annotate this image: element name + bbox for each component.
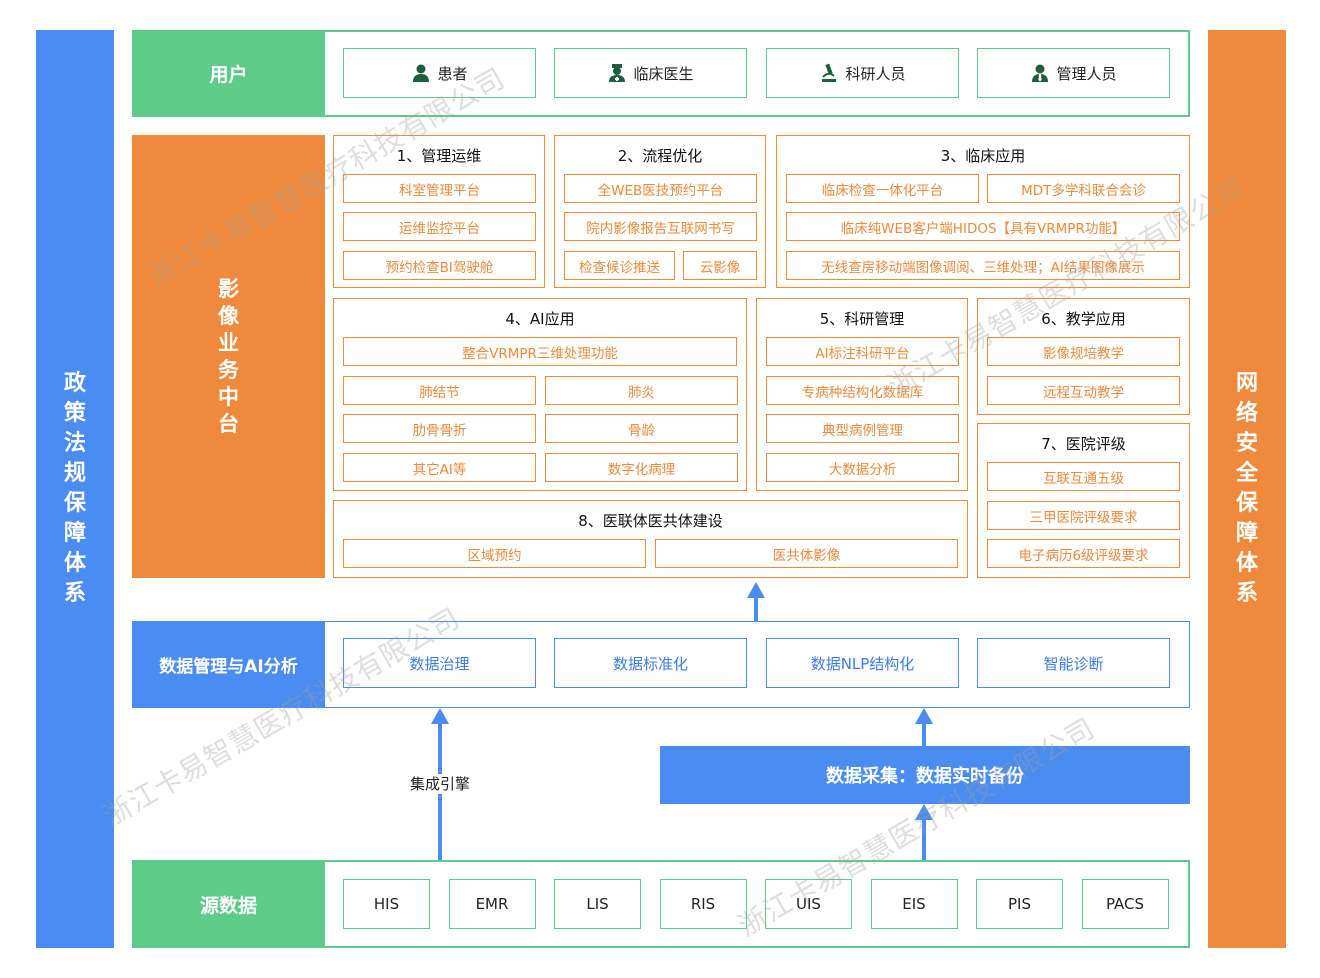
- data-mgmt-item[interactable]: 数据NLP结构化: [766, 638, 959, 688]
- platform-item[interactable]: 全WEB医技预约平台: [564, 174, 757, 203]
- platform-item[interactable]: 检查候诊推送: [564, 251, 675, 280]
- source-item-pis[interactable]: PIS: [976, 879, 1063, 929]
- microscope-icon: [822, 63, 837, 82]
- panel-title: 7、医院评级: [1041, 435, 1126, 453]
- source-item-eis[interactable]: EIS: [870, 879, 958, 929]
- panel-clinical: [776, 135, 1190, 288]
- platform-item[interactable]: 互联互通五级: [987, 462, 1180, 491]
- user-label: 患者: [437, 64, 468, 83]
- platform-item[interactable]: 整合VRMPR三维处理功能: [343, 337, 737, 366]
- source-item-lis[interactable]: LIS: [554, 879, 641, 929]
- platform-item[interactable]: 科室管理平台: [343, 174, 536, 203]
- panel-management: [333, 135, 545, 288]
- platform-item[interactable]: 典型病例管理: [766, 414, 959, 443]
- platform-item[interactable]: 临床检查一体化平台: [786, 174, 979, 203]
- platform-item[interactable]: 肋骨骨折: [343, 414, 536, 443]
- panel-title: 4、AI应用: [505, 310, 575, 328]
- platform-label: 影像业务中台: [132, 135, 325, 578]
- platform-item[interactable]: 专病种结构化数据库: [766, 376, 959, 405]
- users-frame: [132, 30, 1190, 117]
- arrow-head: [915, 804, 933, 820]
- doctor-icon: [609, 64, 626, 82]
- data-mgmt-item[interactable]: 数据标准化: [554, 638, 747, 688]
- user-label: 科研人员: [845, 64, 906, 83]
- panel-title: 5、科研管理: [819, 310, 905, 328]
- panel-title: 3、临床应用: [940, 147, 1026, 165]
- platform-item[interactable]: 院内影像报告互联网书写: [564, 212, 757, 241]
- platform-item[interactable]: 骨龄: [545, 414, 738, 443]
- platform-item[interactable]: 预约检查BI驾驶舱: [343, 251, 536, 280]
- user-researcher[interactable]: 科研人员: [766, 48, 959, 98]
- source-item-ris[interactable]: RIS: [659, 879, 747, 929]
- platform-item[interactable]: 大数据分析: [766, 453, 959, 482]
- users-label: 用户: [132, 30, 325, 117]
- platform-item[interactable]: 肺结节: [343, 376, 536, 405]
- panel-title: 1、管理运维: [396, 147, 482, 165]
- user-doctor[interactable]: 临床医生: [554, 48, 747, 98]
- source-item-his[interactable]: HIS: [343, 879, 430, 929]
- panel-workflow: [554, 135, 766, 288]
- platform-item[interactable]: 三甲医院评级要求: [987, 501, 1180, 530]
- manager-icon: [1032, 64, 1049, 82]
- integration-label: 集成引擎: [392, 774, 488, 794]
- platform-item[interactable]: 数字化病理: [545, 453, 738, 482]
- platform-item[interactable]: AI标注科研平台: [766, 337, 959, 366]
- source-item-pacs[interactable]: PACS: [1081, 879, 1169, 929]
- data-mgmt-label: 数据管理与AI分析: [132, 621, 325, 708]
- user-label: 临床医生: [633, 64, 694, 83]
- person-icon: [413, 64, 430, 82]
- panel-title: 2、流程优化: [617, 147, 703, 165]
- data-mgmt-item[interactable]: 智能诊断: [977, 638, 1170, 688]
- panel-rating: [977, 423, 1190, 578]
- data-collection-bar: 数据采集：数据实时备份: [660, 746, 1190, 804]
- security-sidebar: 网络安全保障体系: [1208, 30, 1286, 948]
- user-patient[interactable]: 患者: [343, 48, 536, 98]
- user-label: 管理人员: [1056, 64, 1117, 83]
- user-manager[interactable]: 管理人员: [977, 48, 1170, 98]
- source-item-uis[interactable]: UIS: [765, 879, 852, 929]
- source-item-emr[interactable]: EMR: [448, 879, 536, 929]
- platform-item[interactable]: 远程互动教学: [987, 376, 1180, 405]
- platform-item[interactable]: 医共体影像: [655, 539, 958, 568]
- arrow-head: [747, 582, 765, 598]
- arrow-head: [915, 708, 933, 724]
- panel-medical-alliance: [333, 500, 968, 578]
- arrow-head: [431, 708, 449, 724]
- platform-item[interactable]: MDT多学科联合会诊: [987, 174, 1180, 203]
- source-label: 源数据: [132, 860, 325, 948]
- panel-teaching: [977, 298, 1190, 415]
- platform-item[interactable]: 无线查房移动端图像调阅、三维处理；AI结果图像展示: [786, 251, 1180, 280]
- panel-title: 8、医联体医共体建设: [578, 512, 723, 530]
- platform-item[interactable]: 其它AI等: [343, 453, 536, 482]
- panel-research: [756, 298, 968, 491]
- panel-ai: [333, 298, 747, 491]
- source-to-collection-arrow: [922, 818, 926, 860]
- platform-item[interactable]: 影像规培教学: [987, 337, 1180, 366]
- platform-item[interactable]: 电子病历6级评级要求: [987, 539, 1180, 568]
- policy-sidebar: 政策法规保障体系: [36, 30, 114, 948]
- platform-item[interactable]: 临床纯WEB客户端HIDOS【具有VRMPR功能】: [786, 212, 1180, 241]
- panel-title: 6、教学应用: [1041, 310, 1126, 328]
- collection-to-mgmt-arrow: [922, 722, 926, 746]
- arrow-to-platform: [754, 596, 758, 622]
- platform-item[interactable]: 云影像: [683, 251, 757, 280]
- data-mgmt-item[interactable]: 数据治理: [343, 638, 536, 688]
- platform-item[interactable]: 运维监控平台: [343, 212, 536, 241]
- platform-item[interactable]: 肺炎: [545, 376, 738, 405]
- platform-item[interactable]: 区域预约: [343, 539, 646, 568]
